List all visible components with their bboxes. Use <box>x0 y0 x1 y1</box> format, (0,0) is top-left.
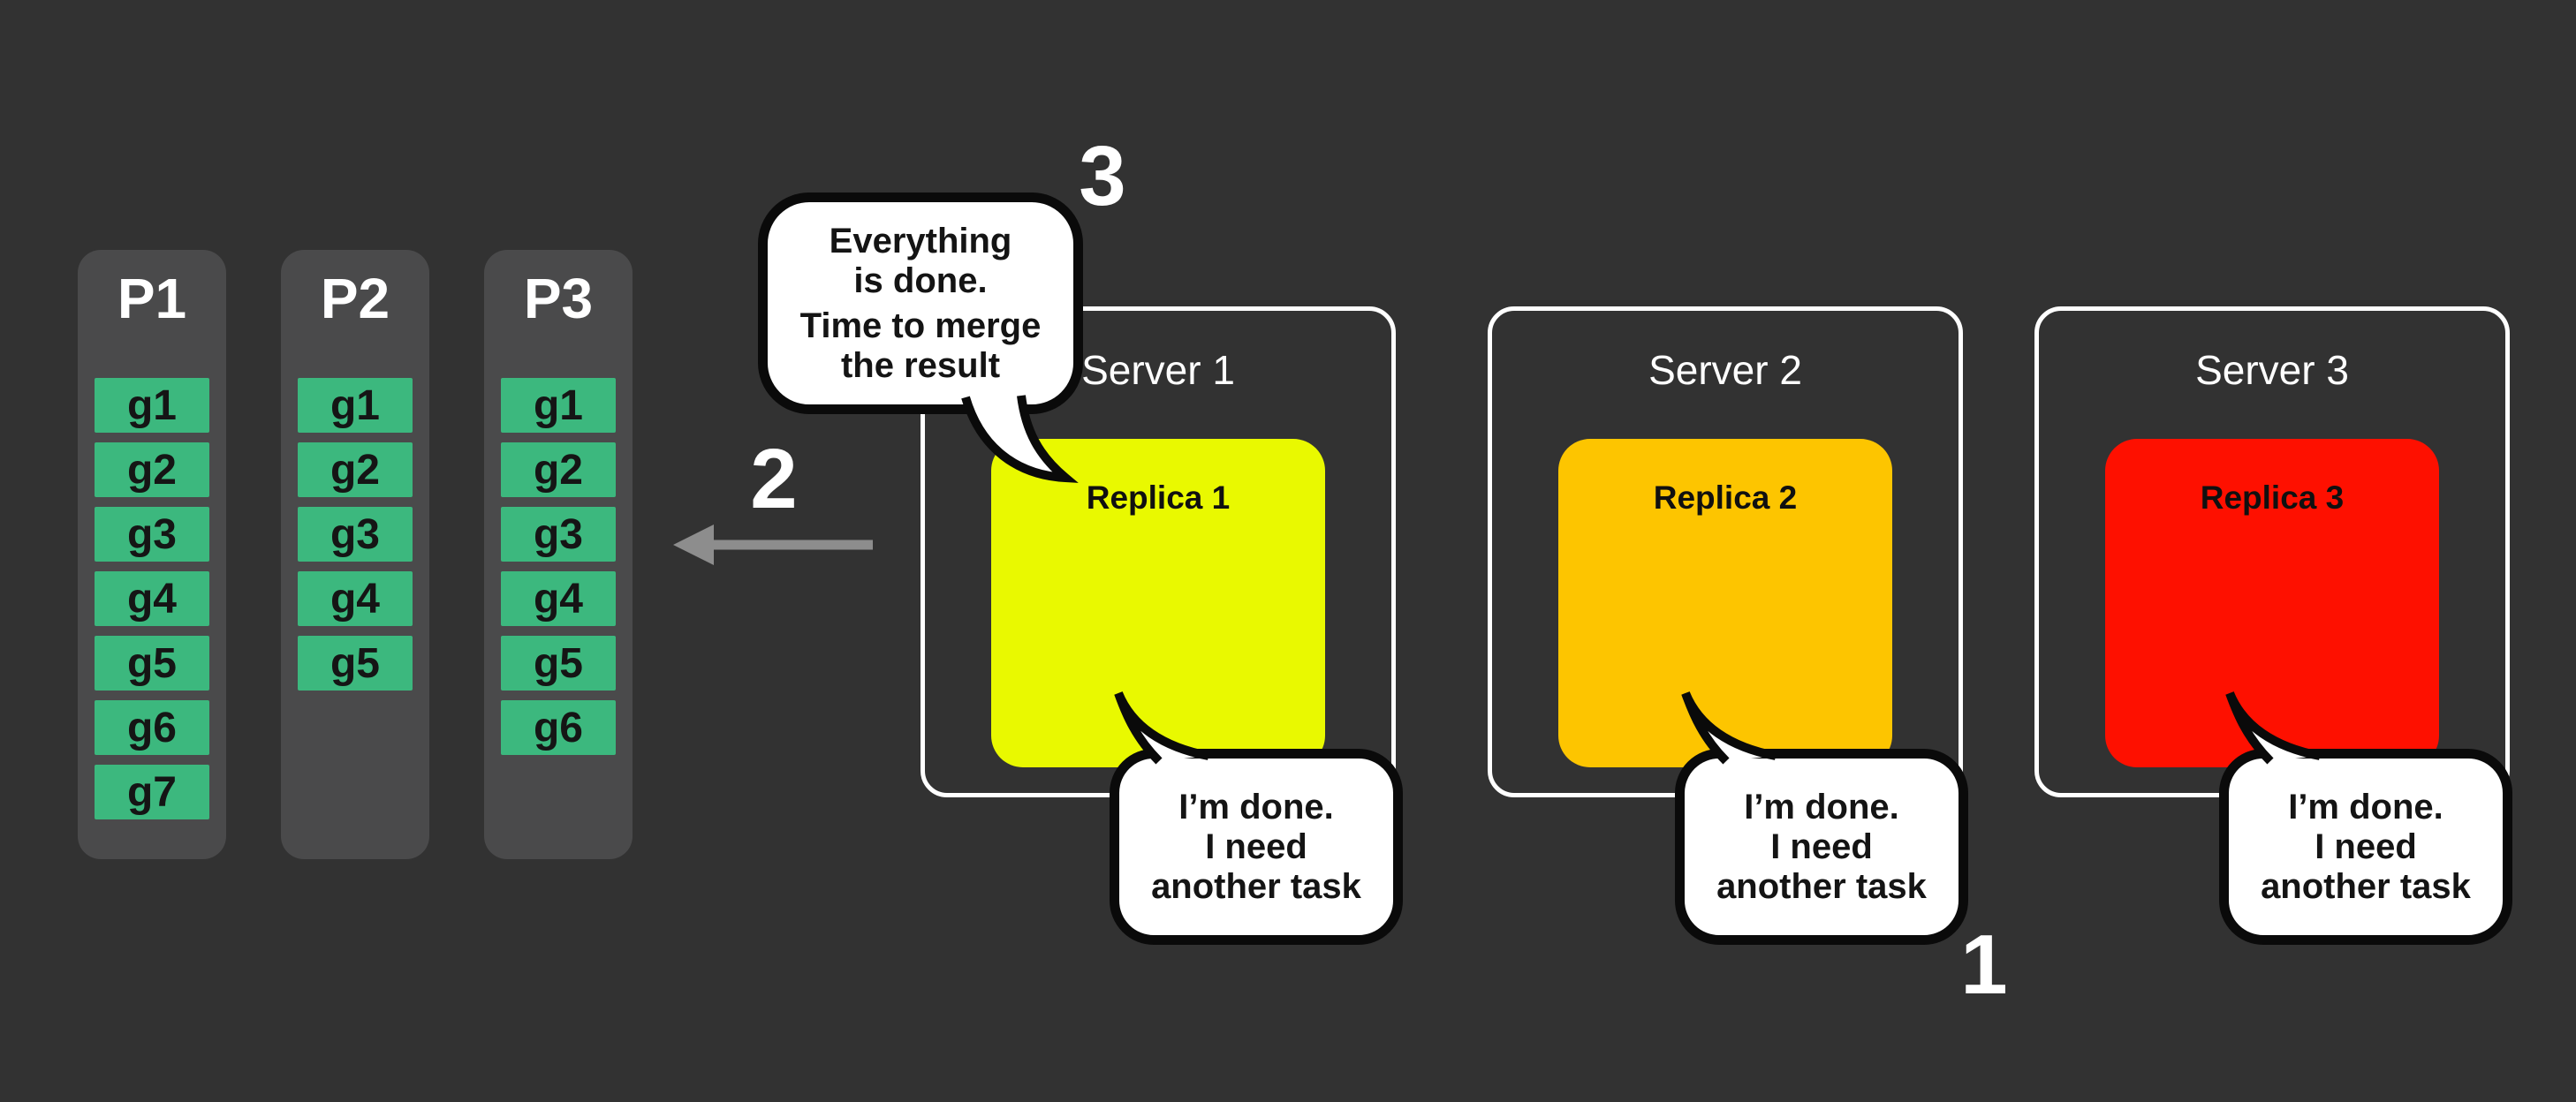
task-item: g7 <box>95 765 209 819</box>
partition-column-p2: P2 g1 g2 g3 g4 g5 <box>281 250 429 859</box>
task-item: g1 <box>298 378 413 433</box>
replica-label: Replica 1 <box>1086 479 1231 516</box>
task-item: g1 <box>501 378 616 433</box>
replica-label: Replica 3 <box>2200 479 2345 516</box>
task-item: g5 <box>501 636 616 691</box>
partition-title: P1 <box>117 267 187 330</box>
task-item: g4 <box>501 571 616 626</box>
task-item: g4 <box>95 571 209 626</box>
replica-label: Replica 2 <box>1653 479 1798 516</box>
step-number-2: 2 <box>750 432 798 526</box>
server-title: Server 3 <box>2195 347 2349 393</box>
bubble-line: I need <box>1770 826 1873 866</box>
speech-bubble-done-2: I’m done. I need another task <box>1675 749 1968 945</box>
replica-box-1: Replica 1 <box>991 439 1325 767</box>
task-item: g5 <box>95 636 209 691</box>
bubble-line: I’m done. <box>1744 787 1899 826</box>
bubble-line: another task <box>2261 866 2471 906</box>
bubble-line: is done. <box>853 260 988 300</box>
bubble-line: I need <box>2315 826 2417 866</box>
bubble-line: the result <box>840 345 1001 385</box>
partition-title: P3 <box>523 267 594 330</box>
task-item: g2 <box>298 442 413 497</box>
step-number-3: 3 <box>1079 129 1126 223</box>
bubble-line: I’m done. <box>2288 787 2443 826</box>
bubble-line: another task <box>1716 866 1927 906</box>
bubble-line: I’m done. <box>1178 787 1334 826</box>
bubble-line: Time to merge <box>799 306 1042 345</box>
server-box-2: Server 2 Replica 2 <box>1488 306 1963 797</box>
replica-box-2: Replica 2 <box>1558 439 1892 767</box>
task-item: g6 <box>95 700 209 755</box>
server-title: Server 2 <box>1648 347 1802 393</box>
speech-bubble-done-1: I’m done. I need another task <box>1110 749 1403 945</box>
task-item: g3 <box>95 507 209 562</box>
task-item: g4 <box>298 571 413 626</box>
replica-box-3: Replica 3 <box>2105 439 2439 767</box>
task-item: g3 <box>501 507 616 562</box>
server-title: Server 1 <box>1081 347 1235 393</box>
bubble-line: another task <box>1151 866 1361 906</box>
task-item: g2 <box>501 442 616 497</box>
task-item: g6 <box>501 700 616 755</box>
step-number-1: 1 <box>1960 917 2008 1012</box>
bubble-line: I need <box>1205 826 1307 866</box>
task-item: g3 <box>298 507 413 562</box>
server-box-3: Server 3 Replica 3 <box>2034 306 2510 797</box>
task-item: g2 <box>95 442 209 497</box>
partition-column-p3: P3 g1 g2 g3 g4 g5 g6 <box>484 250 633 859</box>
partition-column-p1: P1 g1 g2 g3 g4 g5 g6 g7 <box>78 250 226 859</box>
left-arrow-icon <box>673 525 873 565</box>
speech-bubble-done-3: I’m done. I need another task <box>2219 749 2512 945</box>
task-item: g5 <box>298 636 413 691</box>
speech-bubble-merge: Everything is done. Time to merge the re… <box>758 192 1083 414</box>
task-item: g1 <box>95 378 209 433</box>
partition-title: P2 <box>320 267 390 330</box>
bubble-line: Everything <box>829 221 1012 260</box>
